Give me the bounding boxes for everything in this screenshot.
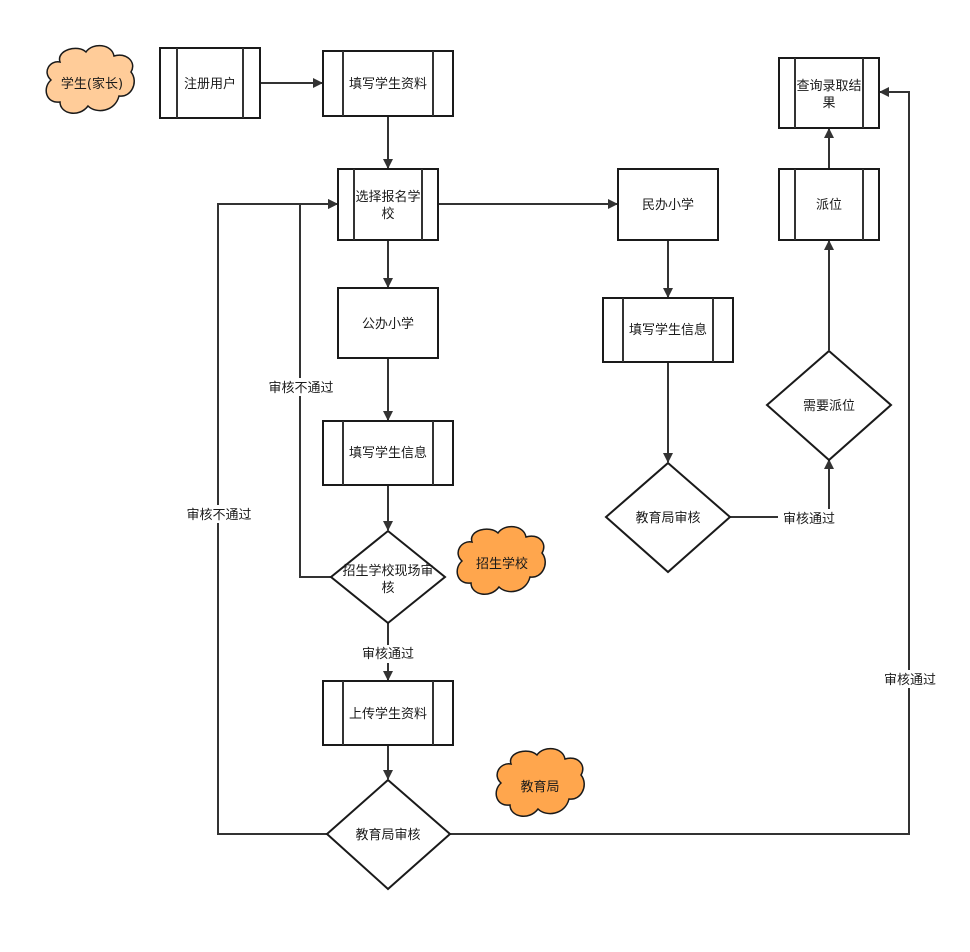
node-assign-label: 派位	[816, 198, 842, 213]
node-fill-profile-label: 填写学生资料	[349, 76, 427, 92]
node-public-school-label: 公办小学	[362, 316, 414, 332]
label-pass-private: 审核通过	[783, 512, 835, 527]
actor-school: 招生学校	[456, 525, 546, 595]
label-reject-onsite: 审核不通过	[268, 381, 333, 396]
node-upload-profile: 上传学生资料	[322, 680, 454, 746]
decision-onsite-review: 招生学校现场审 核	[329, 529, 447, 625]
node-select-school-label-2: 校	[381, 206, 394, 222]
decision-onsite-review-label-2: 核	[381, 581, 394, 596]
node-fill-info-public: 填写学生信息	[322, 420, 454, 486]
node-fill-info-public-label: 填写学生信息	[349, 445, 427, 461]
node-query-result: 查询录取结 果	[778, 57, 880, 129]
decision-bureau-review-public-label: 教育局审核	[355, 827, 420, 843]
decision-bureau-review-public: 教育局审核	[325, 778, 452, 891]
decision-onsite-review-label-1: 招生学校现场审	[342, 563, 433, 579]
node-fill-info-private: 填写学生信息	[602, 297, 734, 363]
actor-bureau-label: 教育局	[520, 779, 559, 795]
node-private-school-label: 民办小学	[642, 197, 694, 213]
node-register: 注册用户	[159, 47, 261, 119]
label-reject-bureau: 审核不通过	[186, 508, 251, 523]
node-upload-profile-label: 上传学生资料	[349, 706, 427, 722]
decision-bureau-review-private-label: 教育局审核	[635, 510, 700, 526]
label-pass-onsite: 审核通过	[362, 647, 414, 662]
node-assign: 派位	[778, 168, 880, 241]
node-public-school: 公办小学	[337, 287, 439, 359]
node-fill-info-private-label: 填写学生信息	[629, 322, 707, 338]
edge-labels: 审核不通过 审核不通过 审核通过 审核通过 审核通过	[184, 378, 940, 688]
decision-need-assign: 需要派位	[765, 349, 893, 462]
actor-bureau: 教育局	[495, 747, 585, 817]
cloud-shape-bureau	[495, 747, 585, 817]
label-pass-bureau: 审核通过	[884, 673, 936, 688]
node-query-result-label-1: 查询录取结	[796, 79, 861, 94]
actor-school-label: 招生学校	[476, 556, 528, 572]
node-query-result-label-2: 果	[822, 96, 835, 111]
node-select-school: 选择报名学 校	[337, 168, 439, 241]
node-register-label: 注册用户	[184, 76, 236, 92]
edge-bureau-pass-to-query	[450, 87, 910, 835]
cloud-shape-student	[45, 44, 135, 114]
actor-student: 学生(家长)	[45, 44, 135, 114]
cloud-shape-school	[456, 525, 546, 595]
edge-bureau-private-pass	[730, 459, 834, 518]
node-select-school-label-1: 选择报名学	[355, 189, 420, 205]
decision-need-assign-label: 需要派位	[803, 399, 855, 414]
node-private-school: 民办小学	[617, 168, 719, 241]
actor-student-label: 学生(家长)	[61, 76, 123, 92]
node-fill-profile: 填写学生资料	[322, 50, 454, 117]
decision-bureau-review-private: 教育局审核	[604, 461, 732, 574]
